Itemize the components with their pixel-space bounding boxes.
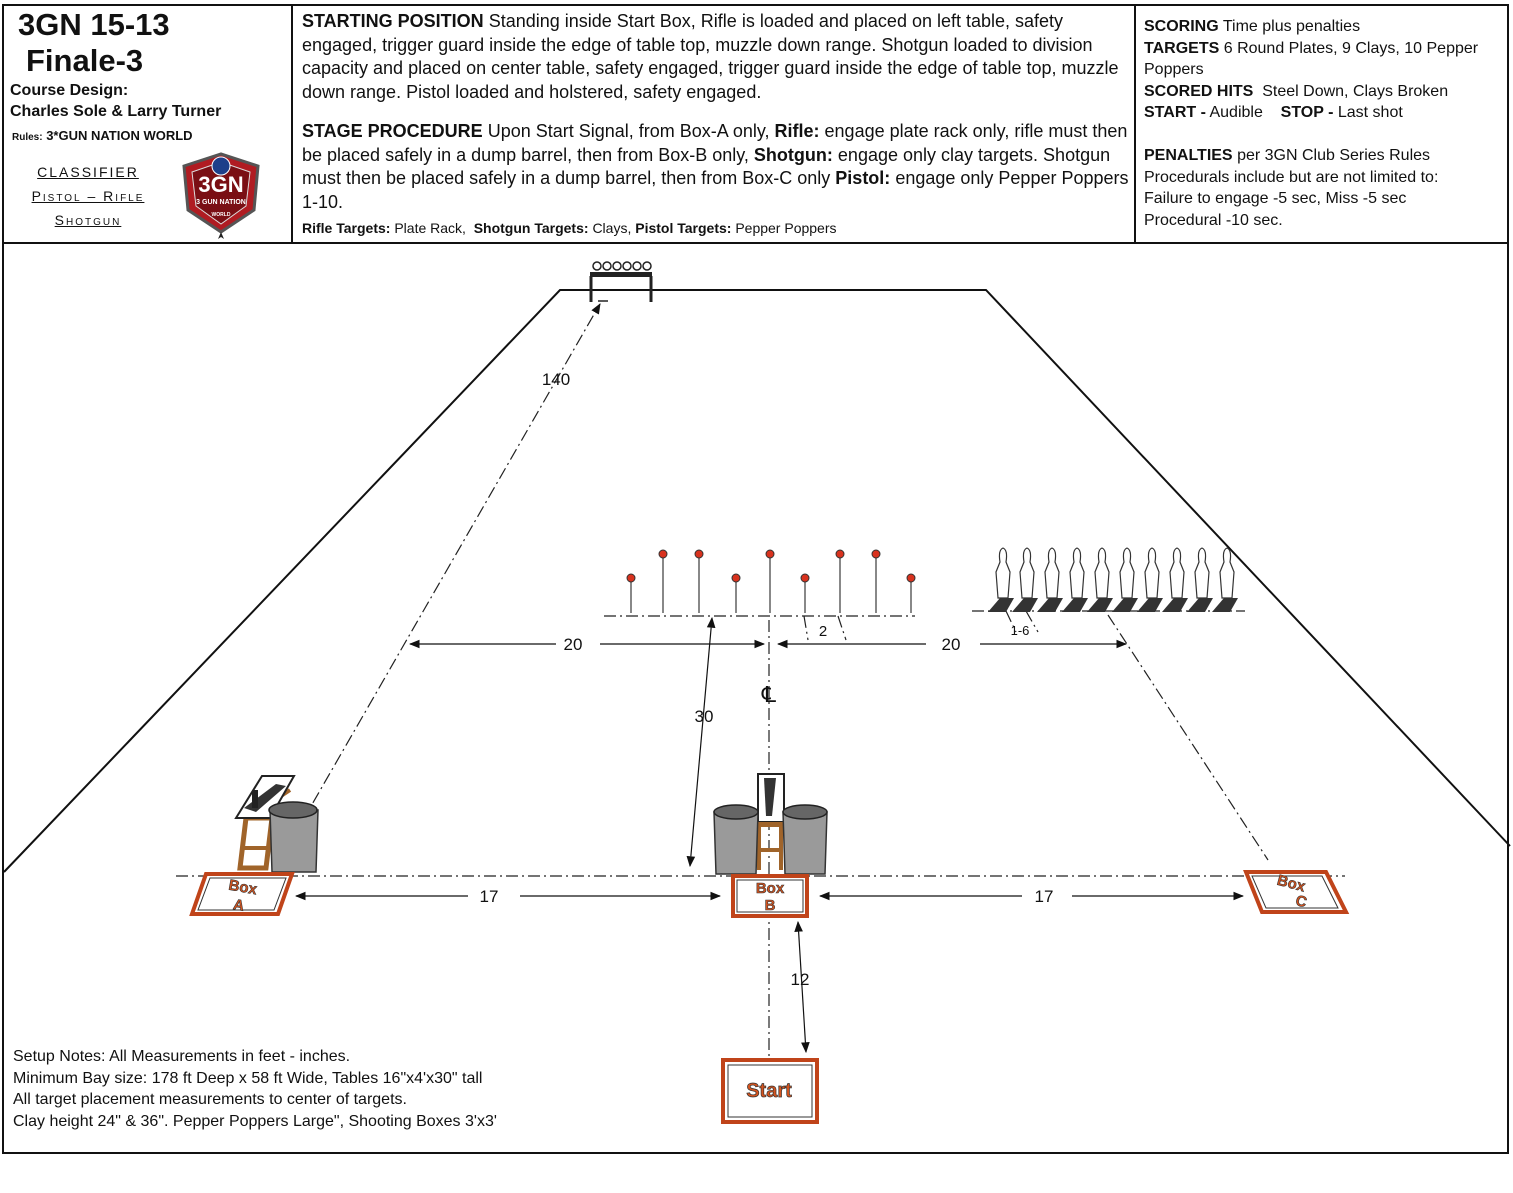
targets-count-line: TARGETS 6 Round Plates, 9 Clays, 10 Pepp…	[1144, 38, 1506, 81]
box-c-label-2: C	[1294, 892, 1309, 911]
setup-note-4: Clay height 24" & 36". Pepper Poppers La…	[13, 1112, 497, 1130]
course-design-label: Course Design:	[10, 82, 129, 99]
dim-12: 12	[791, 970, 810, 989]
box-a-label-1: Box	[227, 877, 259, 899]
stop-label: STOP -	[1280, 104, 1334, 122]
pistol-targets: Pepper Poppers	[735, 220, 837, 236]
scoring-block: SCORING Time plus penalties TARGETS 6 Ro…	[1136, 4, 1509, 242]
dim-30: 30	[695, 707, 714, 726]
table-b-with-shotgun	[756, 773, 785, 870]
penalties-label: PENALTIES	[1144, 146, 1233, 164]
start-box: Start	[721, 1058, 819, 1124]
scoring-value: Time plus penalties	[1222, 18, 1361, 35]
logo-text-3gn: 3GN	[198, 172, 243, 197]
line-box-c-to-poppers	[1107, 614, 1269, 861]
procedure-text-2: engage plate rack only, rifle must then …	[302, 121, 1128, 165]
title-block: 3GN 15-13 Finale-3 Course Design: Charle…	[2, 4, 293, 242]
centerline-symbol: ℄	[761, 682, 777, 707]
dim-1-6: 1-6	[1011, 623, 1030, 638]
line-box-a-to-rack	[279, 303, 601, 861]
pepper-poppers	[988, 547, 1238, 612]
range-berm-outline	[3, 289, 1511, 873]
shooting-box-a: Box A	[189, 872, 295, 916]
shooting-box-b: Box B	[731, 874, 809, 918]
setup-note-1: Setup Notes: All Measurements in feet - …	[13, 1048, 351, 1065]
penalties-value: per 3GN Club Series Rules	[1237, 146, 1431, 164]
dim-20-left: 20	[564, 635, 583, 654]
box-b-label-1: Box	[756, 880, 785, 897]
targets-line: Rifle Targets: Plate Rack, Shotgun Targe…	[302, 220, 837, 236]
dump-barrel-b-right	[782, 804, 828, 875]
dim-17-left: 17	[480, 887, 499, 906]
dim-17-right: 17	[1035, 887, 1054, 906]
rules: Rules: 3*GUN NATION WORLD	[12, 128, 193, 143]
classifier-line-1: CLASSIFIER	[37, 164, 139, 180]
setup-notes: Setup Notes: All Measurements in feet - …	[13, 1046, 497, 1132]
scoring-line: SCORING Time plus penalties	[1144, 16, 1506, 38]
setup-note-3: All target placement measurements to cen…	[13, 1091, 407, 1108]
penalties-detail-1: Procedurals include but are not limited …	[1144, 168, 1439, 186]
box-a-label-2: A	[232, 896, 246, 915]
shooting-box-c: Box C	[1243, 870, 1350, 914]
stage-subtitle: Finale-3	[26, 43, 144, 78]
setup-note-2: Minimum Bay size: 178 ft Deep x 58 ft Wi…	[13, 1069, 483, 1087]
3gn-logo-icon: 3GN 3 GUN NATION WORLD	[182, 152, 260, 239]
procedure-text-4: engage only Pepper Poppers 1-10.	[302, 168, 1129, 212]
stop-value: Last shot	[1337, 104, 1403, 122]
stage-procedure-label: STAGE PROCEDURE	[302, 121, 483, 141]
dim-140: 140	[542, 370, 570, 389]
targets-count-label: TARGETS	[1144, 39, 1220, 57]
targets-count-value: 6 Round Plates, 9 Clays, 10 Pepper Poppe…	[1144, 39, 1479, 79]
course-designers: Charles Sole & Larry Turner	[10, 103, 222, 120]
classifier-block: CLASSIFIER Pistol – Rifle Shotgun	[8, 160, 168, 232]
course-design: Course Design: Charles Sole & Larry Turn…	[10, 80, 221, 122]
stage-title: 3GN 15-13	[18, 7, 170, 42]
box-b-label-2: B	[765, 897, 776, 914]
penalties-detail-2: Failure to engage -5 sec, Miss -5 sec	[1144, 190, 1407, 208]
clay-targets	[626, 549, 916, 613]
procedure-text-3: engage only clay targets. Shotgun must t…	[302, 144, 1111, 189]
start-label: START -	[1144, 104, 1206, 122]
scored-hits-value: Steel Down, Clays Broken	[1262, 82, 1449, 100]
starting-position-text: Standing inside Start Box, Rifle is load…	[302, 11, 1119, 102]
start-stop-line: START - Audible STOP - Last shot	[1144, 102, 1506, 124]
pistol-targets-label: Pistol Targets:	[635, 220, 732, 236]
shotgun-targets: Clays,	[592, 220, 632, 236]
dump-barrel-b-left	[713, 804, 759, 875]
starting-position: STARTING POSITION Standing inside Start …	[302, 10, 1127, 104]
stage-frame	[2, 4, 1509, 1154]
start-value: Audible	[1209, 104, 1263, 122]
procedure-block: STARTING POSITION Standing inside Start …	[293, 4, 1136, 242]
procedure-rifle: Rifle:	[774, 121, 820, 141]
penalties-line: PENALTIES per 3GN Club Series Rules	[1144, 145, 1506, 167]
dim-20-right: 20	[942, 635, 961, 654]
plate-rack	[589, 261, 653, 302]
rifle-targets: Plate Rack,	[394, 220, 466, 236]
starting-position-label: STARTING POSITION	[302, 11, 484, 31]
scored-hits-line: SCORED HITS Steel Down, Clays Broken	[1144, 81, 1506, 103]
rules-label: Rules:	[12, 132, 43, 143]
start-box-label: Start	[746, 1080, 792, 1102]
scoring-label: SCORING	[1144, 18, 1219, 35]
classifier-line-3: Shotgun	[54, 212, 122, 228]
rifle-targets-label: Rifle Targets:	[302, 220, 391, 236]
penalties-detail-3: Procedural -10 sec.	[1144, 211, 1283, 229]
classifier-line-2: Pistol – Rifle	[31, 188, 145, 204]
procedure-pistol: Pistol:	[835, 168, 891, 188]
dim-2: 2	[819, 623, 827, 640]
procedure-shotgun: Shotgun:	[753, 144, 833, 165]
rules-value: 3*GUN NATION WORLD	[46, 128, 193, 143]
logo-text-name: 3 GUN NATION	[196, 199, 246, 206]
scored-hits-label: SCORED HITS	[1144, 82, 1254, 100]
shotgun-targets-label: Shotgun Targets:	[473, 220, 589, 236]
dump-barrel-a	[268, 801, 319, 873]
stage-procedure: STAGE PROCEDURE Upon Start Signal, from …	[302, 120, 1132, 214]
stage-header: 3GN 15-13 Finale-3 Course Design: Charle…	[2, 4, 1509, 244]
procedure-text-1: Upon Start Signal, from Box-A only,	[487, 121, 770, 141]
logo-text-world: WORLD	[212, 212, 231, 218]
